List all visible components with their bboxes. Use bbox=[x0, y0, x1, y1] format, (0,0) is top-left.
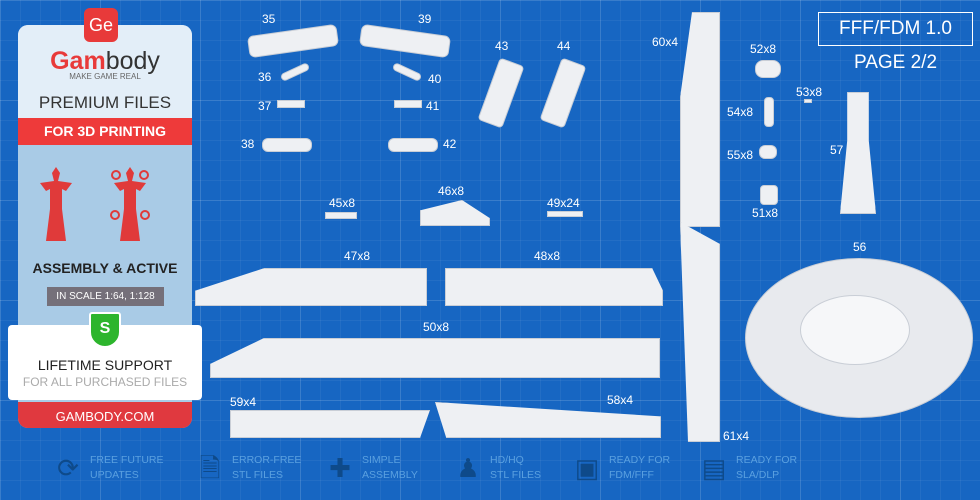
part-label: 57 bbox=[830, 143, 844, 157]
part-60 bbox=[680, 12, 720, 227]
part-label: 40 bbox=[428, 72, 442, 86]
part-44 bbox=[539, 57, 587, 129]
part-48 bbox=[445, 268, 663, 306]
scale-badge: IN SCALE 1:64, 1:128 bbox=[47, 287, 164, 306]
part-41 bbox=[394, 100, 422, 108]
premium-files-label: PREMIUM FILES bbox=[38, 93, 172, 112]
part-label: 36 bbox=[258, 70, 272, 84]
assembly-active-label: ASSEMBLY & ACTIVE bbox=[32, 260, 178, 276]
page-indicator: PAGE 2/2 bbox=[853, 52, 938, 73]
part-label: 51x8 bbox=[752, 206, 779, 220]
support-title: LIFETIME SUPPORT bbox=[37, 357, 173, 373]
part-40 bbox=[391, 62, 423, 82]
part-label: 50x8 bbox=[423, 320, 450, 334]
feature-assembly: ✚ SIMPLE ASSEMBLY bbox=[326, 452, 418, 484]
brand-name: Gambody bbox=[50, 47, 160, 75]
part-51 bbox=[760, 185, 778, 205]
part-label: 47x8 bbox=[344, 249, 371, 263]
support-subtitle: FOR ALL PURCHASED FILES bbox=[22, 375, 188, 389]
gambody-logo: Ge bbox=[84, 8, 118, 42]
feature-line: SLA/DLP bbox=[736, 469, 780, 481]
format-badge: FFF/FDM 1.0 bbox=[818, 12, 973, 46]
feature-line: FDM/FFF bbox=[609, 469, 654, 481]
feature-line: ERROR-FREE bbox=[232, 454, 302, 466]
part-59 bbox=[230, 410, 430, 438]
feature-line: STL FILES bbox=[232, 469, 283, 481]
feature-line: UPDATES bbox=[90, 469, 139, 481]
part-38 bbox=[262, 138, 312, 152]
articulated-figure-icon bbox=[110, 167, 150, 241]
part-57 bbox=[840, 92, 876, 214]
feature-line: HD/HQ bbox=[490, 454, 524, 466]
part-45 bbox=[325, 212, 357, 219]
feature-updates: ⟳ FREE FUTURE UPDATES bbox=[54, 452, 164, 484]
part-label: 61x4 bbox=[723, 429, 750, 443]
part-label: 58x4 bbox=[607, 393, 634, 407]
part-label: 43 bbox=[495, 39, 509, 53]
part-label: 59x4 bbox=[230, 395, 257, 409]
part-label: 48x8 bbox=[534, 249, 561, 263]
fdm-printer-icon: ▣ bbox=[574, 453, 600, 483]
static-figure-icon bbox=[40, 167, 72, 241]
sync-icon: ⟳ bbox=[57, 453, 79, 483]
part-55 bbox=[759, 145, 777, 159]
part-50 bbox=[210, 338, 660, 378]
feature-line: ASSEMBLY bbox=[362, 469, 418, 481]
part-42 bbox=[388, 138, 438, 152]
part-label: 45x8 bbox=[329, 196, 356, 210]
part-58 bbox=[435, 402, 661, 438]
part-35 bbox=[246, 23, 340, 59]
part-49 bbox=[547, 211, 583, 217]
part-label: 39 bbox=[418, 12, 432, 26]
part-53 bbox=[804, 99, 812, 103]
part-label: 56 bbox=[853, 240, 867, 254]
part-39 bbox=[358, 23, 452, 59]
feature-line: READY FOR bbox=[609, 454, 671, 466]
part-54 bbox=[764, 97, 774, 127]
website-link[interactable]: GAMBODY.COM bbox=[18, 402, 192, 428]
part-56-center bbox=[800, 295, 910, 365]
feature-line: READY FOR bbox=[736, 454, 798, 466]
feature-line: STL FILES bbox=[490, 469, 541, 481]
part-label: 42 bbox=[443, 137, 457, 151]
part-43 bbox=[477, 57, 525, 129]
part-label: 41 bbox=[426, 99, 440, 113]
puzzle-icon: ✚ bbox=[329, 453, 351, 483]
feature-sla: ▤ READY FOR SLA/DLP bbox=[700, 452, 797, 484]
part-label: 60x4 bbox=[652, 35, 679, 49]
sla-printer-icon: ▤ bbox=[701, 453, 727, 483]
feature-fdm: ▣ READY FOR FDM/FFF bbox=[573, 452, 670, 484]
part-label: 44 bbox=[557, 39, 571, 53]
part-label: 53x8 bbox=[796, 85, 823, 99]
part-36 bbox=[279, 62, 311, 82]
part-label: 35 bbox=[262, 12, 276, 26]
feature-hd: ♟ HD/HQ STL FILES bbox=[454, 452, 541, 484]
part-label: 46x8 bbox=[438, 184, 465, 198]
part-label: 38 bbox=[241, 137, 255, 151]
part-52 bbox=[755, 60, 781, 78]
tagline: MAKE GAME REAL bbox=[69, 72, 141, 81]
part-label: 49x24 bbox=[547, 196, 580, 210]
feature-line: SIMPLE bbox=[362, 454, 401, 466]
part-label: 54x8 bbox=[727, 105, 754, 119]
part-label: 37 bbox=[258, 99, 272, 113]
part-46 bbox=[420, 200, 490, 226]
feature-error-free: 🗎 ERROR-FREE STL FILES bbox=[196, 452, 302, 484]
for-3d-printing-banner: FOR 3D PRINTING bbox=[18, 118, 192, 145]
bust-icon: ♟ bbox=[456, 453, 480, 483]
feature-line: FREE FUTURE bbox=[90, 454, 164, 466]
part-label: 55x8 bbox=[727, 148, 754, 162]
part-47 bbox=[195, 268, 427, 306]
part-61 bbox=[680, 222, 720, 442]
gambody-promo-panel: Ge Gambody MAKE GAME REAL PREMIUM FILES … bbox=[18, 8, 192, 428]
file-check-icon: 🗎 bbox=[199, 453, 221, 483]
part-label: 52x8 bbox=[750, 42, 777, 56]
shield-icon: S bbox=[89, 312, 121, 348]
part-37 bbox=[277, 100, 305, 108]
